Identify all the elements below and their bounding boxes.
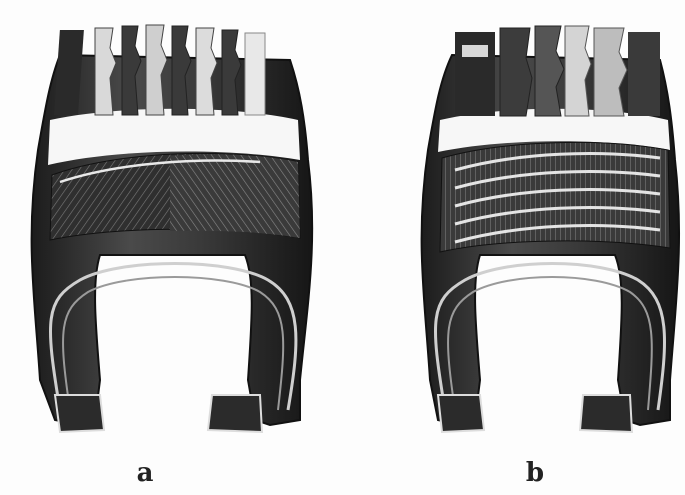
tire-b	[422, 26, 679, 432]
tire-a	[32, 25, 313, 432]
tire-a-bead-right	[208, 395, 262, 432]
tire-b-tread	[455, 26, 660, 116]
panel-label-a: a	[125, 458, 165, 488]
tire-b-bead-right	[580, 395, 632, 432]
tire-b-bead-left	[438, 395, 484, 432]
tire-a-bead-left	[55, 395, 104, 432]
panel-label-b: b	[515, 458, 555, 488]
tire-b-radial-plies	[440, 142, 670, 252]
